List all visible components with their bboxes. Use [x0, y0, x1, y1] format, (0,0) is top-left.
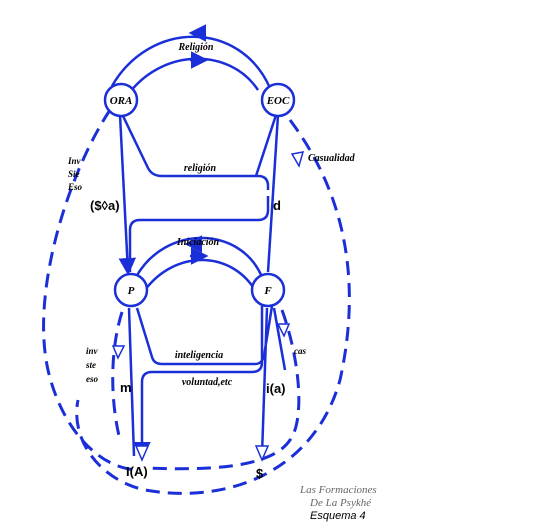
label-inv-lower-3: eso [86, 374, 98, 384]
label-IA: I(A) [126, 464, 148, 479]
node-f-circle [250, 272, 286, 308]
ia-line [272, 307, 287, 371]
inv-lower-arrowhead [111, 345, 126, 360]
cas-arrowhead [276, 323, 291, 338]
node-eoc-circle [260, 82, 296, 118]
label-religion-top: Religión [177, 42, 213, 53]
p-to-IA-line [127, 307, 136, 457]
casualidad-arrowhead [290, 151, 305, 168]
label-S: $ [256, 466, 264, 481]
label-inv-lower-1: inv [86, 346, 99, 356]
label-sdiam-a: ($◊a) [90, 198, 120, 213]
label-casualidad: Casualidad [308, 153, 356, 164]
caption-line-3: Esquema 4 [310, 510, 366, 522]
node-ora-circle [103, 82, 139, 118]
religion-top-inner-arc [129, 57, 260, 93]
label-d: d [273, 198, 281, 213]
label-inteligencia: inteligencia [175, 350, 223, 361]
religion-mid-loop [121, 115, 270, 190]
inv-upper-dashed-loop [42, 109, 141, 472]
node-p-circle [113, 272, 149, 308]
node-f-label: F [263, 285, 272, 297]
f-to-S-line [260, 307, 269, 456]
label-inv-upper-2: Sie [68, 169, 80, 179]
iniciacion-inner-arc [144, 258, 257, 291]
label-religion-mid: religión [184, 163, 217, 174]
node-eoc-label: EOC [266, 95, 290, 107]
node-p-label: P [128, 285, 135, 297]
cas-dashed-loop [144, 309, 301, 471]
label-inv-upper-1: Inv [67, 156, 82, 166]
label-iniciacion: Iniciación [176, 237, 220, 248]
node-ora-label: ORA [110, 95, 133, 107]
inv-lower-dashed-loop [111, 311, 124, 441]
label-inv-lower-2: ste [85, 360, 96, 370]
voluntad-loop [133, 306, 264, 460]
caption-line-2: De La Psykhé [309, 497, 372, 509]
label-voluntad: voluntad,etc [182, 377, 233, 388]
label-m: m [120, 380, 132, 395]
S-arrowhead [254, 445, 270, 462]
religion-mid-loop-lower [128, 196, 270, 272]
label-ia: i(a) [266, 381, 286, 396]
casualidad-dashed-loop [75, 119, 351, 495]
ora-to-p-line [118, 114, 137, 276]
eoc-to-f-line [266, 114, 280, 273]
religion-right-drop [254, 114, 278, 177]
label-cas: cas [294, 346, 306, 356]
IA-arrowhead [134, 445, 150, 462]
caption-line-1: Las Formaciones [299, 484, 377, 496]
label-inv-upper-3: Eso [67, 182, 83, 192]
